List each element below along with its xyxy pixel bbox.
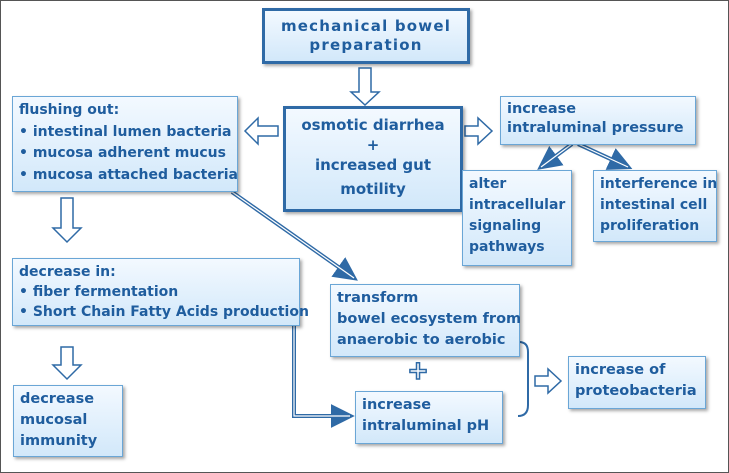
arrow-mbp-to-osmotic (349, 67, 381, 107)
intraluminal-ph-box: increase intraluminal pH (355, 391, 503, 444)
flushing-out-box: flushing out: • intestinal lumen bacteri… (12, 96, 238, 192)
node-text: increased gut (314, 156, 432, 174)
node-text: • mucosa adherent mucus (19, 145, 226, 161)
interference-proliferation-box: interference in intestinal cell prolifer… (593, 170, 717, 242)
node-text: intraluminal pressure (507, 120, 684, 136)
plus-sign: + (406, 356, 429, 386)
arrow-flushing-to-decrease (51, 197, 83, 244)
node-text: osmotic diarrhea (301, 116, 445, 134)
node-text: transform (337, 290, 419, 306)
node-text: decrease in: (19, 264, 116, 280)
mechanical-bowel-preparation-box: mechanical bowel preparation (262, 8, 470, 64)
alter-signaling-box: alter intracellular signaling pathways (462, 170, 572, 266)
node-text: interference in (600, 176, 718, 192)
arrow-osmotic-to-pressure (464, 116, 494, 146)
node-text: proliferation (600, 218, 700, 234)
decrease-in-box: decrease in: • fiber fermentation • Shor… (12, 258, 309, 326)
node-text: flushing out: (19, 102, 120, 118)
node-text: anaerobic to aerobic (337, 332, 506, 348)
transform-ecosystem-box: transform bowel ecosystem from anaerobic… (330, 284, 522, 357)
node-text: intracellular (469, 197, 566, 213)
node-text: mucosal (20, 412, 88, 428)
node-text: decrease (20, 391, 95, 407)
proteobacteria-box: increase of proteobacteria (568, 356, 706, 409)
node-text: • fiber fermentation (19, 284, 179, 300)
node-text: proteobacteria (575, 383, 697, 399)
node-text: • Short Chain Fatty Acids production (19, 304, 309, 320)
node-text: • mucosa attached bacteria (19, 166, 238, 183)
node-text: increase (507, 101, 577, 117)
node-text: alter (469, 176, 507, 192)
node-text: preparation (309, 36, 423, 54)
arrow-osmotic-to-flushing (243, 116, 279, 146)
mucosal-immunity-box: decrease mucosal immunity (13, 385, 123, 457)
node-text: + (366, 136, 380, 154)
osmotic-diarrhea-box: osmotic diarrhea + increased gut motilit… (283, 106, 463, 212)
node-text: intestinal cell (600, 197, 708, 213)
node-text: immunity (20, 433, 98, 449)
node-text: increase (362, 397, 432, 413)
node-text: increase of (575, 362, 666, 378)
node-text: • intestinal lumen bacteria (19, 123, 232, 140)
node-text: bowel ecosystem from (337, 311, 522, 327)
node-text: mechanical bowel (280, 17, 452, 35)
node-text: motility (340, 180, 406, 198)
node-text: signaling (469, 218, 542, 234)
node-text: intraluminal pH (362, 418, 490, 434)
bracket-connector (517, 341, 529, 417)
arrow-to-proteobacteria (534, 367, 563, 395)
node-text: pathways (469, 239, 545, 255)
arrow-decrease-to-immunity (51, 346, 83, 381)
intraluminal-pressure-box: increase intraluminal pressure (500, 96, 696, 145)
